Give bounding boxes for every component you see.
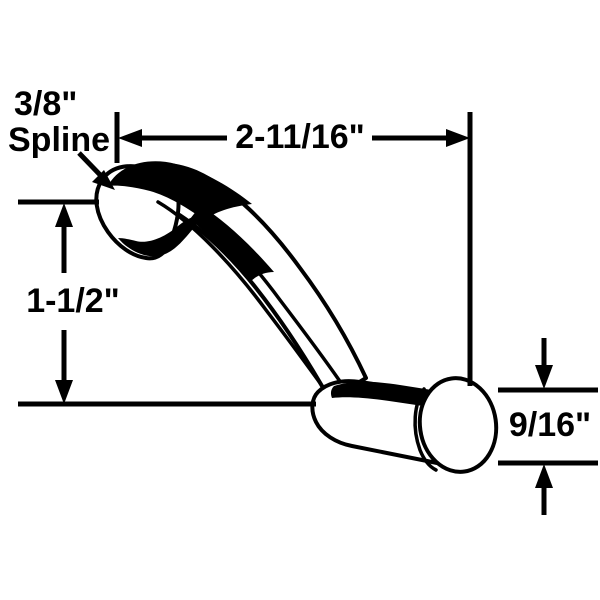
callout-spline: 3/8" Spline [8,85,115,190]
dimension-length: 2-11/16" [114,112,473,386]
spline-leader-arrow [92,170,115,190]
knob-arrow-top [535,365,553,389]
dimension-height: 1-1/2" [18,199,316,407]
knob-arrow-bottom [535,464,553,488]
knob-end-cap [417,376,499,474]
spline-callout-line2: Spline [8,121,110,159]
height-dimension-text: 1-1/2" [26,282,120,320]
knob-diameter-dimension-text: 9/16" [509,406,591,444]
part-crank-handle [94,161,499,474]
spline-hub-shading [108,161,252,220]
crank-arm-inner-line [174,194,352,398]
spline-callout-line1: 3/8" [14,85,77,123]
length-arrow-left [118,129,142,147]
knob-seam-line [413,387,438,472]
length-dimension-text: 2-11/16" [235,118,365,156]
length-arrow-right [446,129,470,147]
dimension-knob-diameter: 9/16" [498,338,598,515]
crank-arm-inner-line-2 [156,200,336,404]
height-arrow-top [55,203,73,227]
height-arrow-bottom [55,380,73,404]
